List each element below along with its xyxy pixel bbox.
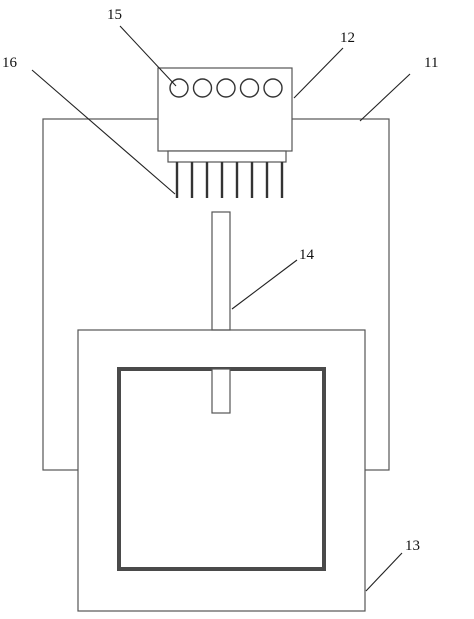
rod-14-lower [211,368,231,414]
leader-16 [31,69,176,195]
hole-5 [263,78,283,98]
hole-1 [169,78,189,98]
label-13: 13 [405,538,420,554]
leader-14 [231,259,298,310]
pin-header-strip [167,150,287,163]
leader-11 [359,73,411,122]
label-11: 11 [424,55,438,71]
leader-15 [119,25,177,87]
hole-2 [192,78,213,98]
label-15: 15 [107,7,122,23]
label-12: 12 [340,30,355,46]
leader-13 [365,552,403,592]
leader-12 [293,47,344,99]
pins-16 [175,162,284,198]
holes-15 [169,78,283,98]
label-16: 16 [2,55,18,71]
hole-3 [216,78,236,98]
rod-14-upper [211,211,231,331]
label-14: 14 [299,247,315,263]
hole-4 [239,78,260,98]
